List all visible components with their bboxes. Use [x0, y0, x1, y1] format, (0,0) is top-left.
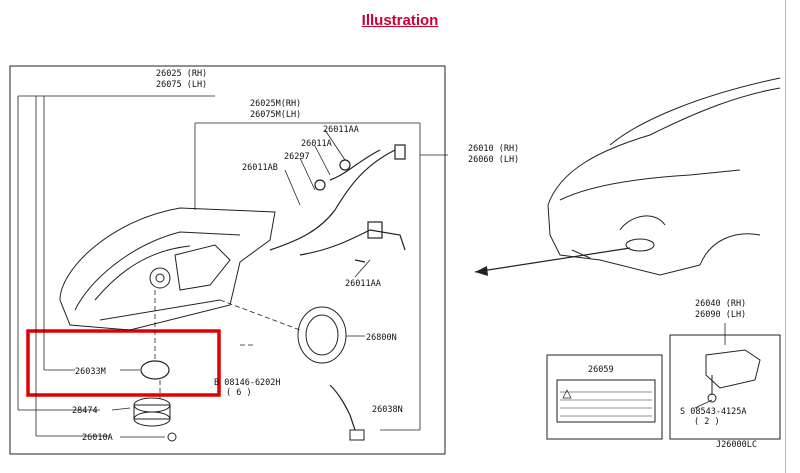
headlamp-frame [9, 65, 446, 455]
label-08146-qty: ( 6 ) [226, 388, 252, 398]
page-title: Illustration [361, 12, 439, 29]
page-divider [785, 0, 786, 473]
diagram-code: J26000LC [716, 440, 757, 450]
label-26011a: 26011A [301, 139, 332, 149]
headlamp-assembly [59, 207, 276, 331]
label-26033m: 26033M [75, 367, 106, 377]
label-26297: 26297 [284, 152, 310, 162]
projector-ring [297, 306, 347, 364]
label-26011aa-bottom: 26011AA [345, 279, 381, 289]
seal-ring [140, 360, 170, 380]
label-26800n: 26800N [366, 333, 397, 343]
label-26011aa-top: 26011AA [323, 125, 359, 135]
wiring-harness [269, 144, 406, 263]
label-28474: 28474 [72, 406, 98, 416]
bulb [167, 432, 177, 442]
label-26060: 26060 (LH) [468, 155, 519, 165]
sub-harness [329, 384, 356, 431]
label-26011ab: 26011AB [242, 163, 278, 173]
label-26038n: 26038N [372, 405, 403, 415]
label-08543-qty: ( 2 ) [694, 417, 720, 427]
label-26040: 26040 (RH) [695, 299, 746, 309]
mounting-bracket [705, 349, 761, 403]
label-26025m: 26025M(RH) [250, 99, 301, 109]
label-08146: B 08146-6202H [214, 378, 281, 388]
label-26075: 26075 (LH) [156, 80, 207, 90]
pointer-arrow [474, 247, 631, 273]
label-26075m: 26075M(LH) [250, 110, 301, 120]
label-26010: 26010 (RH) [468, 144, 519, 154]
label-26090: 26090 (LH) [695, 310, 746, 320]
highlight-box [26, 329, 221, 397]
bulb-socket [133, 397, 171, 427]
label-26059: 26059 [588, 365, 614, 375]
label-08543: S 08543-4125A [680, 407, 747, 417]
label-26010a: 26010A [82, 433, 113, 443]
caution-label [556, 379, 656, 423]
label-frame [546, 354, 663, 440]
label-26025: 26025 (RH) [156, 69, 207, 79]
car-illustration [547, 77, 781, 276]
